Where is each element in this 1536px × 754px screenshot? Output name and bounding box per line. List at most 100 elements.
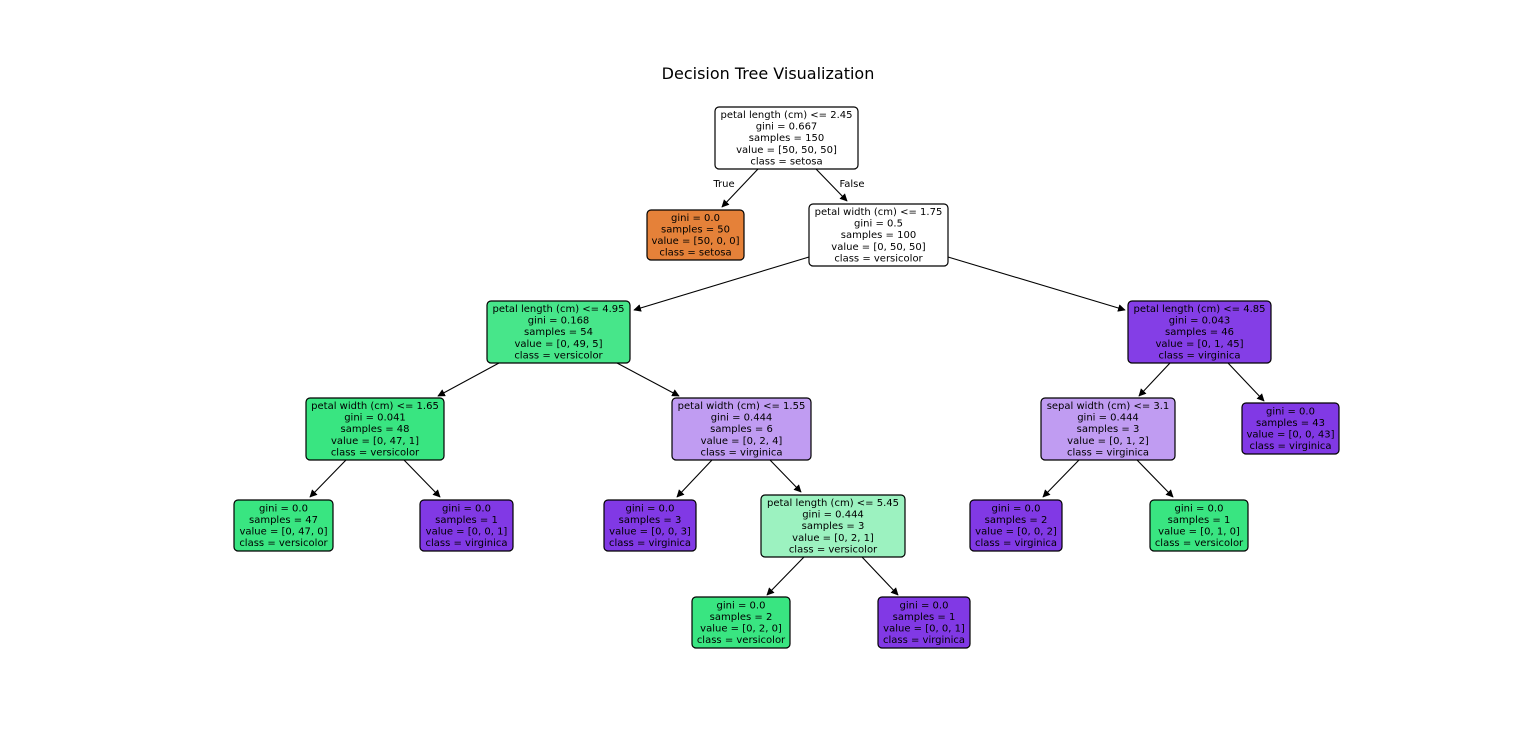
edge-n3-n7 — [616, 362, 680, 397]
node-line: class = virginica — [1249, 441, 1331, 452]
node-line: class = setosa — [750, 156, 822, 167]
node-box — [646, 209, 745, 261]
node-line: class = virginica — [1067, 447, 1149, 458]
edge-n2-n12 — [947, 256, 1126, 312]
node-box — [233, 499, 334, 552]
node-box — [1241, 402, 1340, 455]
node-line: gini = 0.444 — [711, 413, 773, 424]
edge-n9-n11 — [861, 556, 899, 596]
node-line: gini = 0.0 — [900, 600, 949, 611]
node-box — [1040, 397, 1176, 461]
node-line: gini = 0.0 — [442, 503, 491, 514]
edge-n12-n13 — [1138, 362, 1171, 397]
node-line: class = versicolor — [331, 447, 420, 458]
node-line: class = versicolor — [239, 538, 328, 549]
node-box — [603, 499, 697, 552]
node-line: value = [50, 50, 50] — [736, 145, 837, 156]
node-line: value = [0, 49, 5] — [514, 339, 602, 350]
edge-n7-n8 — [676, 459, 713, 498]
node-line: petal width (cm) <= 1.65 — [311, 401, 439, 412]
false-edge-label: False — [839, 179, 864, 190]
node-line: class = versicolor — [697, 635, 786, 646]
node-line: gini = 0.041 — [344, 413, 406, 424]
node-line: samples = 6 — [710, 424, 773, 435]
edge-n13-n15 — [1136, 459, 1174, 498]
edge-n13-n14 — [1042, 459, 1080, 498]
node-line: samples = 1 — [435, 515, 498, 526]
node-line: gini = 0.0 — [259, 503, 308, 514]
node-line: value = [0, 1, 0] — [1158, 527, 1240, 538]
node-line: class = virginica — [700, 447, 782, 458]
node-line: class = virginica — [975, 538, 1057, 549]
edge-n0-n1 — [721, 168, 759, 208]
node-line: gini = 0.667 — [756, 122, 818, 133]
node-line: samples = 54 — [524, 327, 593, 338]
node-line: class = virginica — [883, 635, 965, 646]
edge-n2-n3 — [633, 256, 810, 312]
node-line: samples = 1 — [893, 612, 956, 623]
node-box — [305, 397, 445, 461]
node-line: petal length (cm) <= 4.95 — [493, 304, 625, 315]
node-line: samples = 2 — [985, 515, 1048, 526]
node-line: samples = 100 — [841, 230, 916, 241]
node-line: petal length (cm) <= 4.85 — [1134, 304, 1266, 315]
node-line: samples = 2 — [710, 612, 773, 623]
node-box — [419, 499, 514, 552]
node-line: gini = 0.0 — [992, 503, 1041, 514]
node-line: class = virginica — [425, 538, 507, 549]
node-line: samples = 48 — [340, 424, 409, 435]
node-line: samples = 3 — [802, 521, 865, 532]
node-line: sepal width (cm) <= 3.1 — [1047, 401, 1170, 412]
node-box — [969, 499, 1063, 552]
node-line: class = virginica — [1158, 350, 1240, 361]
node-line: samples = 46 — [1165, 327, 1234, 338]
node-line: samples = 150 — [749, 133, 824, 144]
node-line: gini = 0.5 — [854, 219, 903, 230]
node-line: value = [0, 47, 1] — [331, 436, 419, 447]
node-box — [691, 596, 791, 649]
edge-n4-n5 — [309, 459, 347, 498]
node-line: samples = 47 — [249, 515, 318, 526]
node-line: value = [0, 0, 43] — [1246, 430, 1334, 441]
node-line: class = versicolor — [1155, 538, 1244, 549]
node-box — [671, 397, 812, 461]
edge-n9-n10 — [766, 556, 805, 596]
node-line: value = [50, 0, 0] — [651, 236, 739, 247]
node-line: samples = 3 — [1077, 424, 1140, 435]
node-line: value = [0, 47, 0] — [239, 527, 327, 538]
node-line: value = [0, 0, 1] — [426, 527, 508, 538]
node-line: value = [0, 1, 2] — [1067, 436, 1149, 447]
node-line: samples = 1 — [1168, 515, 1231, 526]
node-line: value = [0, 1, 45] — [1155, 339, 1243, 350]
node-line: gini = 0.0 — [671, 213, 720, 224]
node-line: gini = 0.0 — [1175, 503, 1224, 514]
node-line: samples = 3 — [619, 515, 682, 526]
edge-n0-n2 — [815, 168, 848, 202]
node-box — [1149, 499, 1249, 552]
node-line: class = versicolor — [789, 544, 878, 555]
node-box — [714, 106, 859, 170]
node-line: value = [0, 50, 50] — [831, 242, 925, 253]
node-line: gini = 0.444 — [1077, 413, 1139, 424]
node-box — [877, 596, 971, 649]
node-line: gini = 0.0 — [626, 503, 675, 514]
edge-n4-n6 — [403, 459, 441, 498]
true-edge-label: True — [712, 179, 734, 190]
node-line: gini = 0.043 — [1169, 316, 1231, 327]
node-line: value = [0, 2, 1] — [792, 533, 874, 544]
node-line: value = [0, 0, 2] — [975, 527, 1057, 538]
node-line: petal width (cm) <= 1.55 — [678, 401, 806, 412]
node-line: class = versicolor — [834, 253, 923, 264]
